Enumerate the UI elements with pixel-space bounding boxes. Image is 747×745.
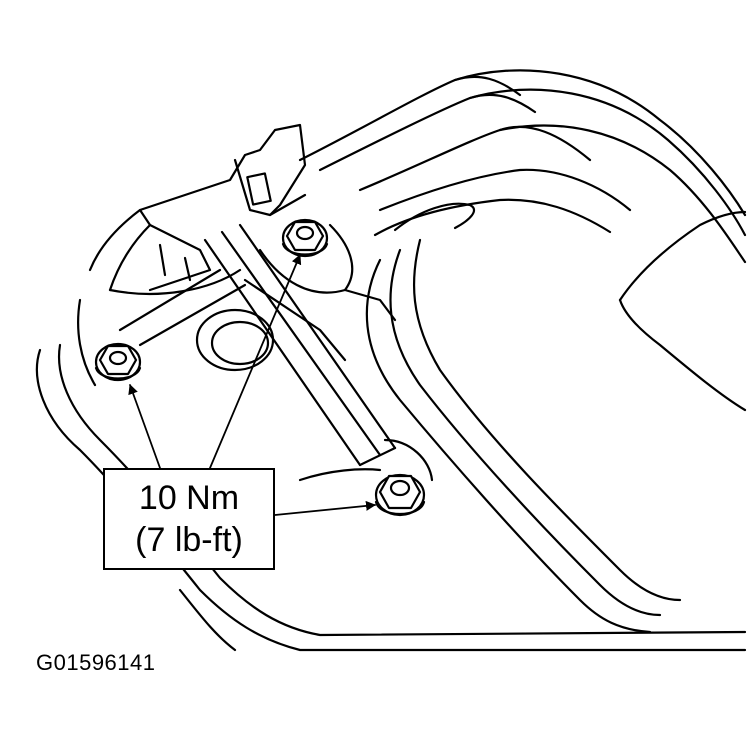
torque-value-imperial: (7 lb-ft) (135, 521, 243, 559)
bracket-assembly (77, 123, 434, 482)
leader-arrows (128, 254, 376, 516)
torque-callout: 10 Nm (7 lb-ft) (103, 468, 275, 570)
leader-arrow-bolt-1 (128, 384, 161, 469)
leader-arrow-bolt-2 (209, 254, 302, 469)
bolt-1 (94, 342, 142, 382)
bolt-2 (281, 218, 329, 258)
torque-value-metric: 10 Nm (138, 479, 240, 517)
bolt-3 (374, 473, 426, 517)
figure-id: G01596141 (36, 650, 156, 675)
leader-arrow-bolt-3 (274, 500, 376, 516)
